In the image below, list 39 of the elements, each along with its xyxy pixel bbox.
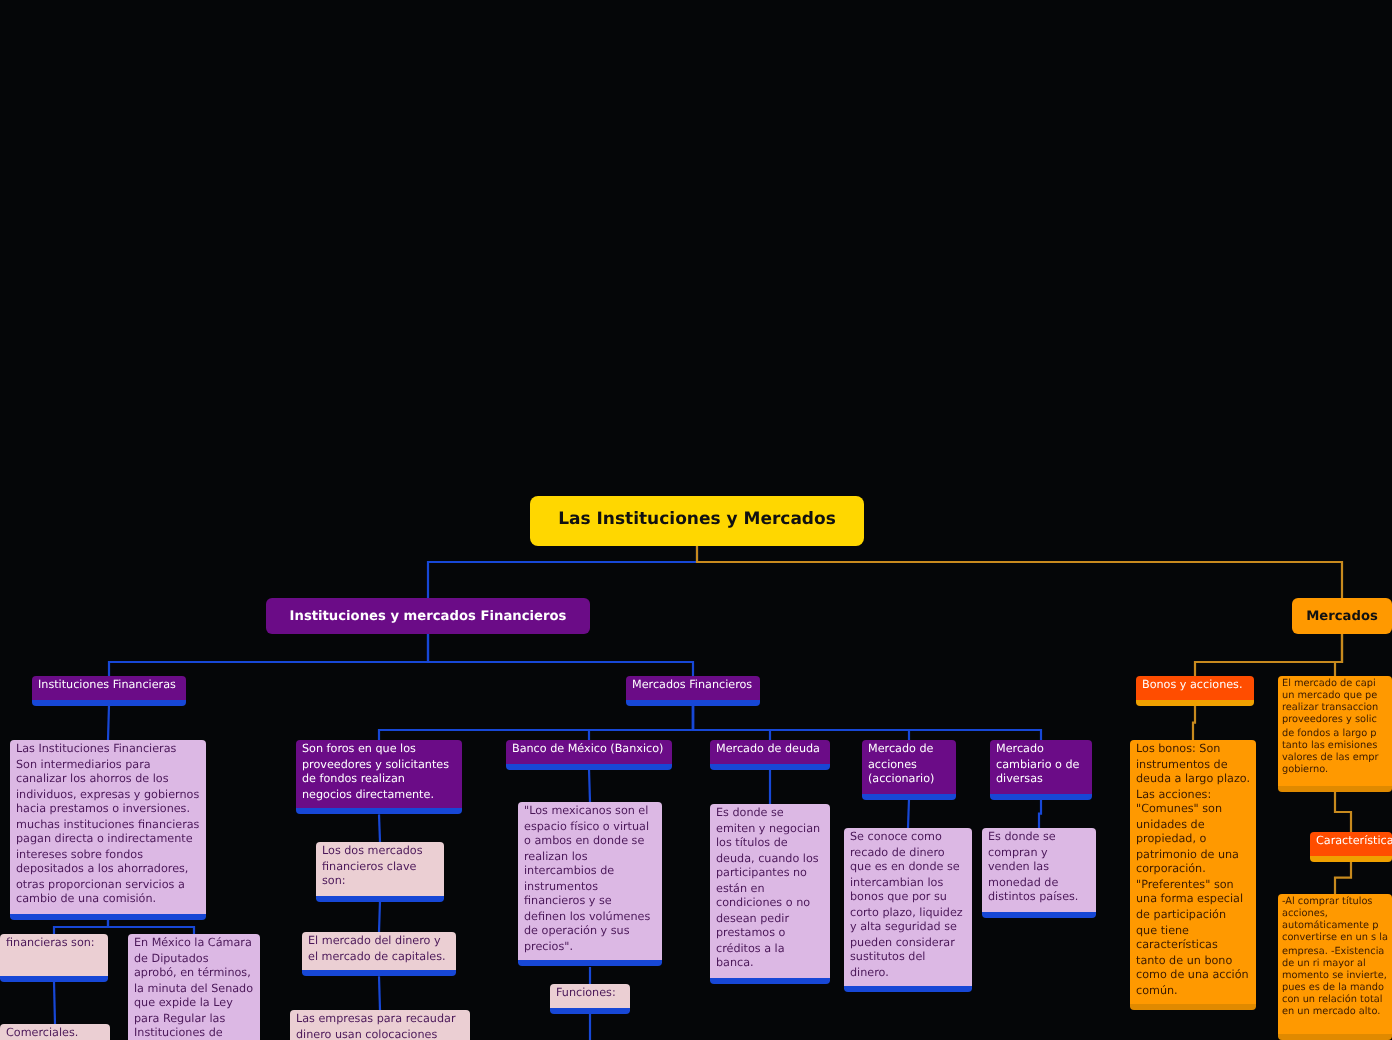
connector-line	[106, 705, 111, 741]
note-box	[550, 984, 630, 1014]
connector-line	[1333, 861, 1353, 894]
note-box	[0, 934, 108, 982]
subtopic-box	[296, 740, 462, 815]
root-topic-box	[530, 496, 864, 546]
connector-line	[1333, 792, 1353, 832]
connector-line	[1037, 799, 1043, 828]
connector-line	[1191, 705, 1197, 740]
connector-line	[1333, 634, 1344, 676]
topic-box	[1292, 598, 1392, 634]
connector-line	[695, 546, 1344, 598]
connector-line	[906, 799, 911, 829]
connector-line	[52, 920, 110, 934]
subtopic-box	[990, 740, 1092, 800]
note-box	[982, 828, 1096, 918]
connector-line	[587, 769, 592, 803]
connector-line	[377, 976, 382, 1011]
subtopic-box	[1310, 832, 1392, 862]
subtopic-box	[506, 740, 672, 770]
node-text: Las Instituciones y Mercados	[558, 509, 836, 533]
connector-line	[768, 769, 772, 804]
connector-line	[106, 920, 196, 934]
subtopic-box	[710, 740, 830, 770]
note-box	[1278, 894, 1392, 1040]
connector-line	[377, 901, 382, 933]
connector-line	[377, 814, 382, 843]
subtopic-box	[1136, 676, 1254, 706]
note-box	[316, 842, 444, 902]
connector-line	[588, 1013, 592, 1040]
connector-line	[426, 634, 695, 676]
connector-line	[691, 705, 1043, 740]
subtopic-box	[626, 676, 760, 706]
connector-line	[52, 981, 57, 1025]
topic-box	[266, 598, 590, 634]
note-box	[302, 932, 456, 977]
subtopic-box	[32, 676, 186, 706]
note-box	[1278, 676, 1392, 792]
subtopic-box	[862, 740, 956, 800]
